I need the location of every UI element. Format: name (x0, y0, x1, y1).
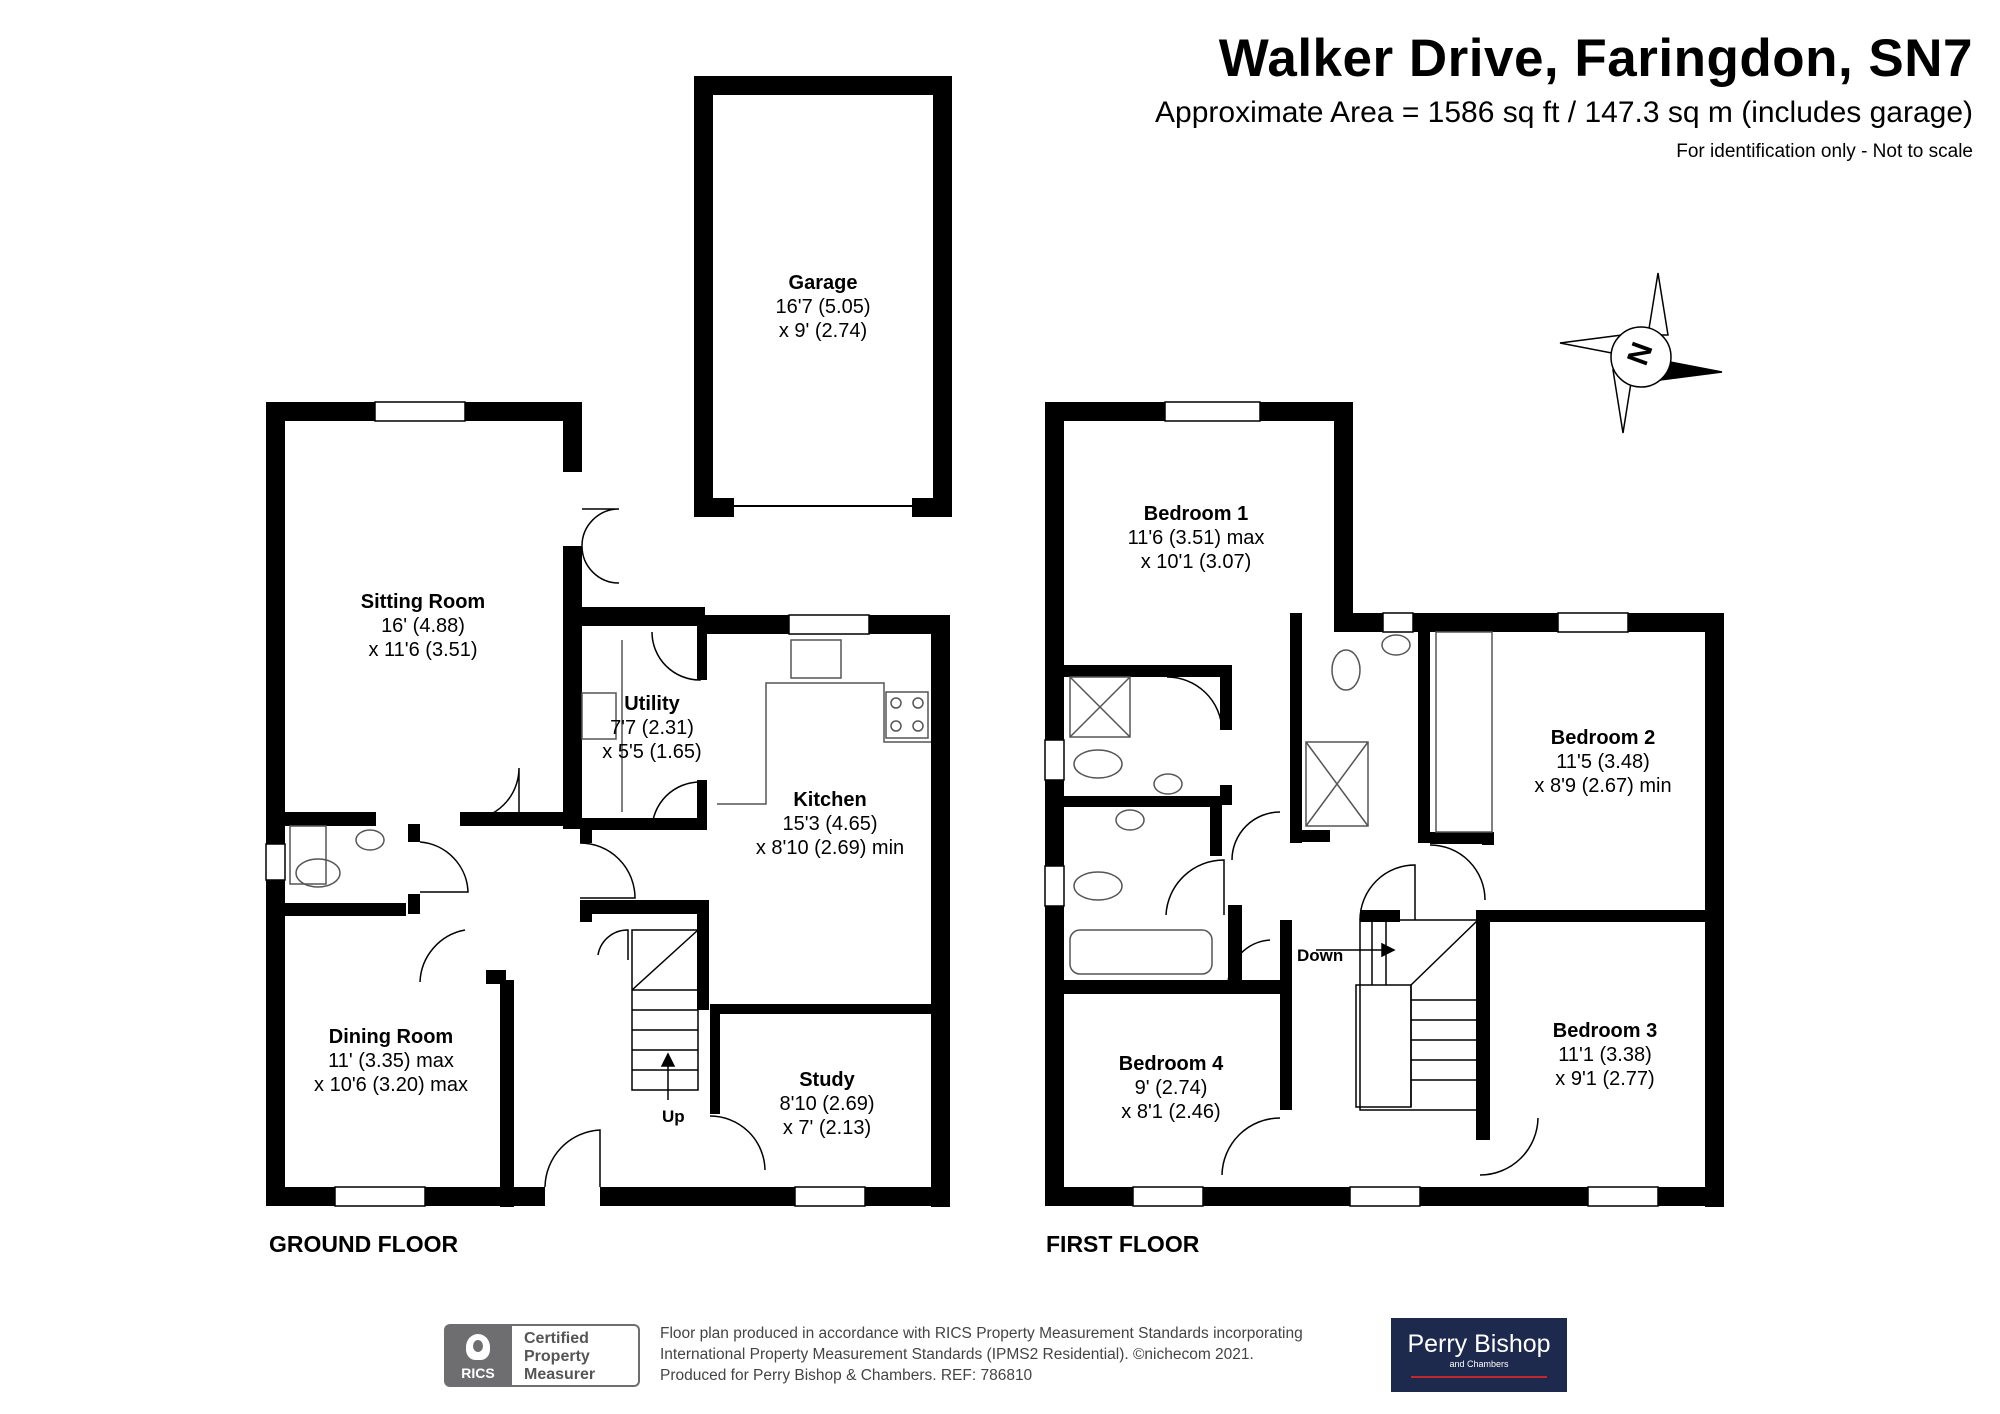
room-dim: 11'5 (3.48) (1556, 751, 1650, 773)
room-dim: 11'6 (3.51) max (1127, 527, 1265, 549)
room-sitting-room: Sitting Room 16' (4.88) x 11'6 (3.51) (361, 590, 485, 662)
footer-line: Produced for Perry Bishop & Chambers. RE… (660, 1367, 1033, 1384)
room-dim: x 9' (2.74) (778, 320, 868, 342)
room-dim: 8'10 (2.69) (779, 1093, 875, 1115)
rics-logo: RICS (444, 1324, 512, 1387)
room-dim: x 11'6 (3.51) (368, 639, 478, 661)
first-floor-label: FIRST FLOOR (1046, 1231, 1200, 1257)
room-name: Study (799, 1069, 855, 1091)
room-kitchen: Kitchen 15'3 (4.65) x 8'10 (2.69) min (756, 788, 904, 860)
ground-stairs (631, 929, 699, 1100)
room-bedroom-3: Bedroom 3 11'1 (3.38) x 9'1 (2.77) (1553, 1019, 1657, 1091)
stairs-down-label: Down (1297, 946, 1344, 965)
room-dim: x 8'10 (2.69) min (755, 837, 905, 859)
room-dim: x 8'1 (2.46) (1121, 1101, 1221, 1123)
agent-logo-name: Perry Bishop (1407, 1330, 1551, 1358)
room-dim: 11' (3.35) max (328, 1050, 454, 1072)
kitchen-fittings (289, 639, 931, 888)
ground-windows (265, 401, 870, 1207)
room-dim: x 5'5 (1.65) (602, 741, 702, 763)
ground-floor-label: GROUND FLOOR (269, 1231, 459, 1257)
rics-logo-text: RICS (461, 1365, 495, 1381)
agent-logo-subtitle: and Chambers (1449, 1359, 1509, 1369)
ground-doors (419, 508, 766, 1188)
room-name: Garage (788, 272, 858, 294)
room-name: Bedroom 2 (1550, 727, 1656, 749)
room-garage: Garage 16'7 (5.05) x 9' (2.74) (776, 271, 871, 343)
rics-lion-icon (466, 1334, 490, 1360)
room-bedroom-4: Bedroom 4 9' (2.74) x 8'1 (2.46) (1119, 1052, 1223, 1124)
page-title: Walker Drive, Faringdon, SN7 (1218, 29, 1973, 88)
first-stairs (1316, 919, 1479, 1111)
rics-certified-label: Certified Property Measurer (512, 1324, 640, 1387)
room-name: Bedroom 4 (1118, 1053, 1224, 1075)
stairs-up-label: Up (662, 1107, 685, 1126)
room-dim: x 9'1 (2.77) (1555, 1068, 1655, 1090)
agent-logo-underline (1411, 1376, 1547, 1378)
room-name: Dining Room (328, 1026, 454, 1048)
room-name: Bedroom 1 (1143, 503, 1249, 525)
room-utility: Utility 7'7 (2.31) x 5'5 (1.65) (602, 692, 701, 764)
first-windows (1044, 401, 1659, 1207)
rics-badge-line: Property (524, 1348, 590, 1365)
room-bedroom-1: Bedroom 1 11'6 (3.51) max x 10'1 (3.07) (1128, 502, 1265, 574)
room-dim: 15'3 (4.65) (782, 813, 878, 835)
compass-icon (1559, 272, 1723, 434)
room-name: Sitting Room (360, 591, 486, 613)
rics-badge: RICS Certified Property Measurer (444, 1324, 642, 1387)
rics-badge-line: Certified (524, 1330, 589, 1347)
room-dining-room: Dining Room 11' (3.35) max x 10'6 (3.20)… (314, 1025, 468, 1097)
rics-badge-line: Measurer (524, 1366, 596, 1383)
room-dim: 9' (2.74) (1134, 1077, 1208, 1099)
room-dim: x 8'9 (2.67) min (1534, 775, 1672, 797)
room-dim: 11'1 (3.38) (1558, 1044, 1652, 1066)
room-dim: 7'7 (2.31) (610, 717, 694, 739)
first-doors (1165, 676, 1539, 1176)
room-dim: x 7' (2.13) (782, 1117, 872, 1139)
room-name: Utility (624, 693, 680, 715)
footer-disclaimer: Floor plan produced in accordance with R… (660, 1323, 1303, 1386)
bathroom-fittings (1069, 631, 1493, 975)
area-summary: Approximate Area = 1586 sq ft / 147.3 sq… (1155, 96, 1973, 129)
room-name: Bedroom 3 (1552, 1020, 1658, 1042)
room-dim: 16'7 (5.05) (775, 296, 871, 318)
room-dim: 16' (4.88) (381, 615, 465, 637)
scale-note: For identification only - Not to scale (1676, 141, 1973, 162)
footer-line: International Property Measurement Stand… (660, 1346, 1254, 1363)
footer-line: Floor plan produced in accordance with R… (660, 1325, 1303, 1342)
agent-logo: Perry Bishop and Chambers (1391, 1318, 1567, 1392)
room-study: Study 8'10 (2.69) x 7' (2.13) (780, 1068, 875, 1140)
room-name: Kitchen (793, 789, 867, 811)
garage-walls (694, 76, 952, 517)
room-dim: x 10'6 (3.20) max (314, 1074, 468, 1096)
room-dim: x 10'1 (3.07) (1140, 551, 1252, 573)
room-bedroom-2: Bedroom 2 11'5 (3.48) x 8'9 (2.67) min (1534, 726, 1671, 798)
